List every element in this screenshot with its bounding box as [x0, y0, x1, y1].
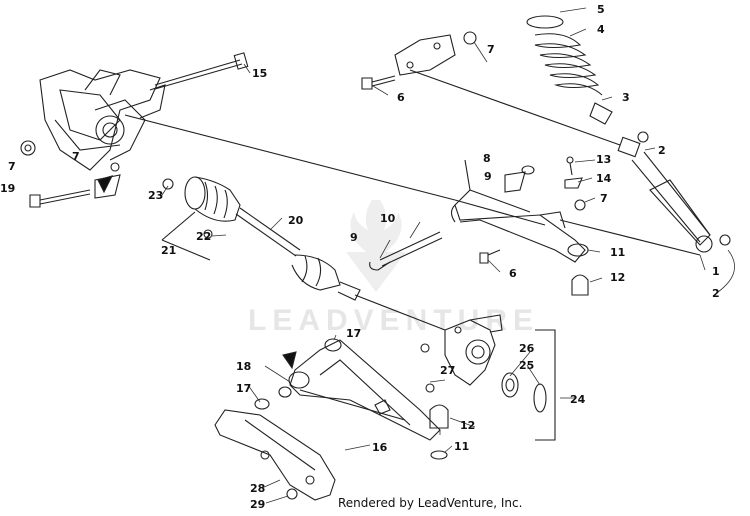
watermark-text: LEADVENTURE: [248, 304, 539, 337]
callout-label: 6: [397, 91, 405, 104]
callout-label: 12: [460, 419, 475, 432]
callout-label: 17: [346, 327, 361, 340]
callout-label: 2: [658, 144, 666, 157]
lower-a-arm: [255, 339, 448, 459]
callout-label: 17: [236, 382, 251, 395]
callout-label: 10: [380, 212, 396, 225]
callout-label: 12: [610, 271, 625, 284]
callout-label: 4: [597, 23, 605, 36]
pointer-marker: [98, 176, 112, 192]
group-bracket: [162, 212, 195, 240]
callout-label: 23: [148, 189, 163, 202]
skid-plate: [215, 410, 335, 500]
callout-label: 22: [196, 230, 211, 243]
callout-label: 18: [236, 360, 251, 373]
callout-label: 9: [350, 231, 358, 244]
callout-label: 13: [596, 153, 611, 166]
callout-label: 3: [622, 91, 630, 104]
shock-spring: [527, 16, 730, 252]
callout-label: 5: [597, 3, 605, 16]
callout-label: 7: [487, 43, 495, 56]
leader-arrow: [455, 200, 545, 225]
callout-label: 2: [712, 287, 720, 300]
callout-label: 15: [252, 67, 267, 80]
leader-arrow: [355, 295, 445, 330]
callout-label: 7: [600, 192, 608, 205]
callout-label: 9: [484, 170, 492, 183]
callout-label: 16: [372, 441, 388, 454]
leader-arrow: [410, 70, 620, 145]
upper-bracket: [362, 32, 476, 89]
callout-label: 6: [509, 267, 517, 280]
callout-label: 27: [440, 364, 455, 377]
watermark-logo: [346, 200, 406, 292]
callout-label: 21: [161, 244, 176, 257]
callout-label: 26: [519, 342, 535, 355]
leader-arrow: [560, 220, 700, 255]
callout-label: 11: [454, 440, 469, 453]
callout-label: 11: [610, 246, 625, 259]
callout-label: 28: [250, 482, 265, 495]
callout-label: 25: [519, 359, 534, 372]
rendered-by-footer: Rendered by LeadVenture, Inc.: [338, 496, 523, 510]
callout-label: 29: [250, 498, 265, 511]
callout-label: 8: [483, 152, 491, 165]
upper-a-arm: [370, 157, 588, 295]
callout-label: 19: [0, 182, 15, 195]
steering-knuckle: [421, 315, 555, 440]
callout-label: 7: [8, 160, 16, 173]
pointer-marker: [283, 352, 296, 368]
leader-arrow: [125, 115, 455, 200]
callout-label: 24: [570, 393, 586, 406]
callout-label: 14: [596, 172, 612, 185]
callout-label: 1: [712, 265, 720, 278]
bolt-left: [21, 141, 120, 207]
callout-label: 20: [288, 214, 304, 227]
long-bolt: [155, 53, 248, 89]
cv-axle: [163, 177, 360, 300]
callout-label: 7: [72, 150, 80, 163]
group-bracket: [162, 240, 210, 260]
